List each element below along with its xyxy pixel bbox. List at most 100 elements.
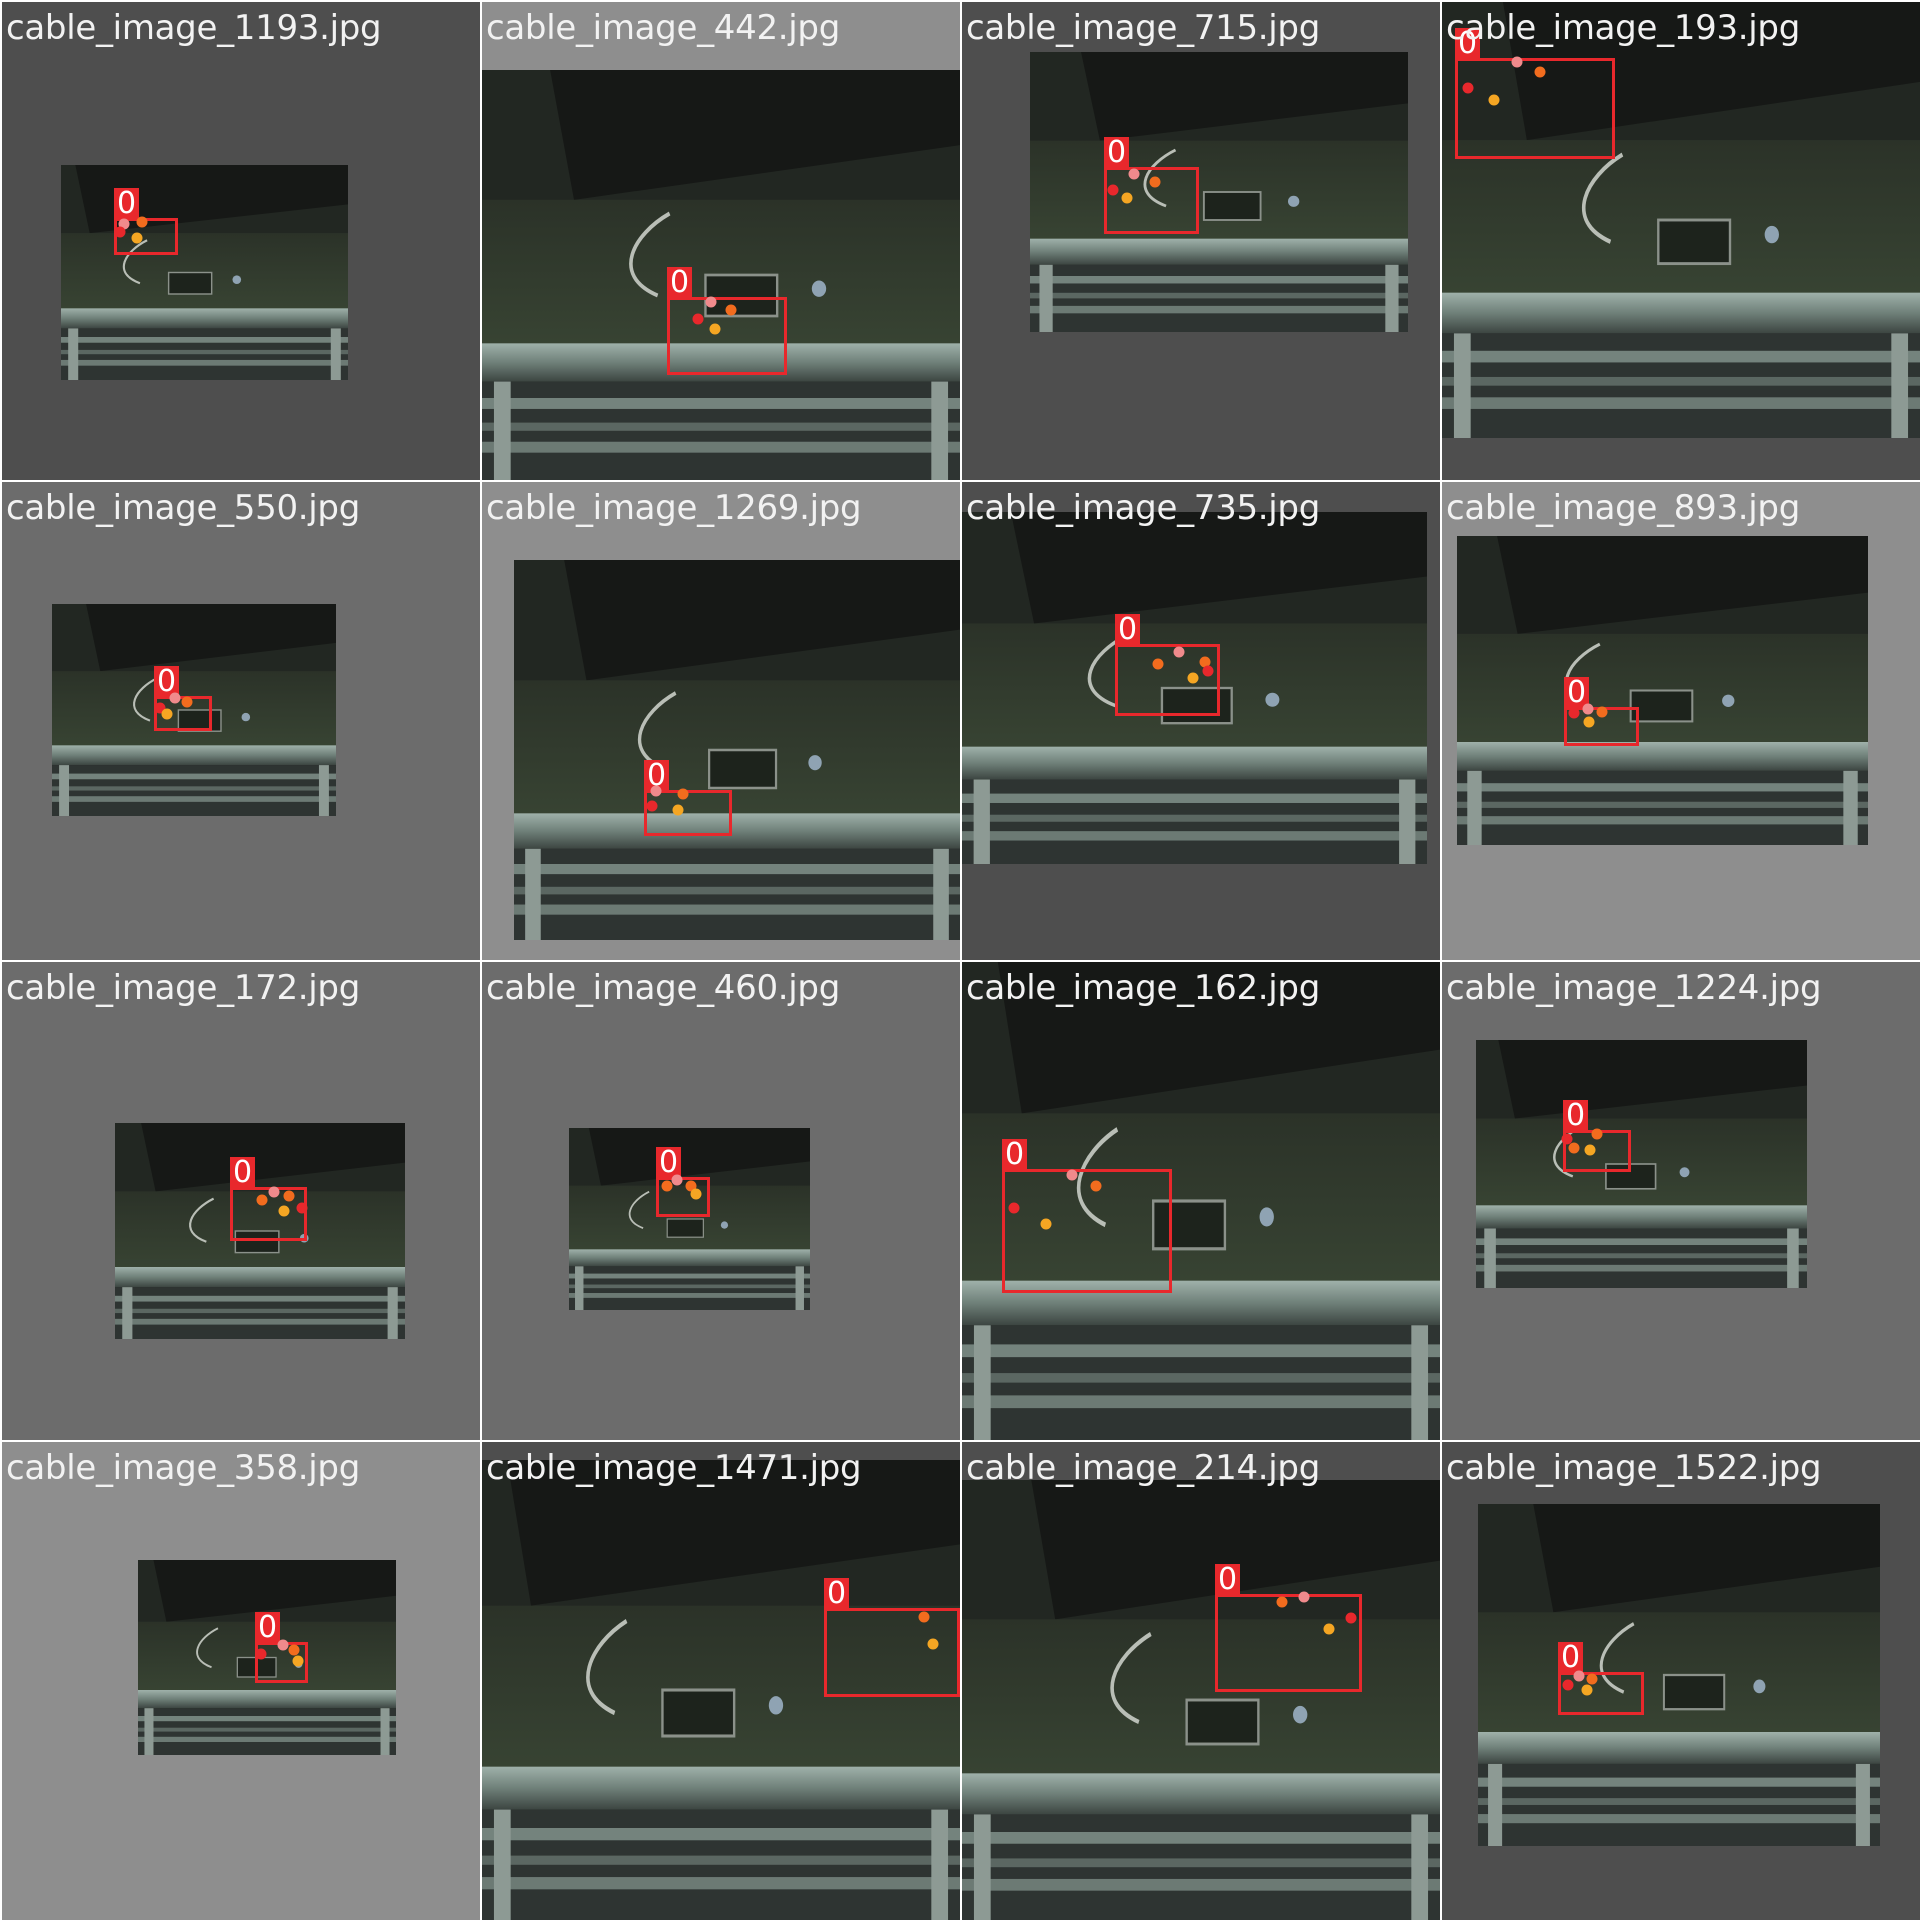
- keypoint-orange: [1152, 658, 1164, 670]
- detection-class-label: 0: [824, 1578, 850, 1610]
- keypoint-pink: [277, 1639, 289, 1651]
- tile-filename: cable_image_172.jpg: [6, 968, 360, 1008]
- keypoint-pink: [268, 1186, 280, 1198]
- keypoint-orange: [288, 1644, 300, 1656]
- keypoint-red: [1345, 1612, 1357, 1624]
- keypoint-red: [1008, 1202, 1020, 1214]
- detection-class-label: 0: [1215, 1564, 1241, 1596]
- tile-filename: cable_image_193.jpg: [1446, 8, 1800, 48]
- workstation-photo: [514, 560, 960, 940]
- keypoint-orange: [918, 1611, 930, 1623]
- keypoint-orange: [725, 304, 737, 316]
- keypoint-red: [1202, 665, 1214, 677]
- detection-box: 0: [656, 1147, 710, 1217]
- keypoint-orange: [661, 1180, 673, 1192]
- keypoint-yellow: [672, 804, 684, 816]
- keypoint-orange: [677, 788, 689, 800]
- keypoint-pink: [650, 785, 662, 797]
- tile-filename: cable_image_162.jpg: [966, 968, 1320, 1008]
- detection-class-label: 0: [230, 1157, 256, 1189]
- keypoint-pink: [1128, 168, 1140, 180]
- keypoint-orange: [283, 1190, 295, 1202]
- detection-class-label: 0: [1455, 28, 1481, 60]
- detection-box: 0: [1215, 1564, 1362, 1692]
- tile-filename: cable_image_893.jpg: [1446, 488, 1800, 528]
- detection-class-label: 0: [1563, 1100, 1589, 1132]
- keypoint-orange: [181, 696, 193, 708]
- image-tile: cable_image_735.jpg 0: [962, 482, 1440, 960]
- keypoint-pink: [1582, 703, 1594, 715]
- detection-box: 0: [1455, 28, 1615, 159]
- keypoint-red: [1568, 707, 1580, 719]
- keypoint-pink: [1298, 1591, 1310, 1603]
- detection-class-label: 0: [114, 188, 140, 220]
- keypoint-orange: [1149, 176, 1161, 188]
- keypoint-orange: [1199, 656, 1211, 668]
- keypoint-orange: [1586, 1673, 1598, 1685]
- workstation-photo: [1442, 2, 1920, 438]
- keypoint-orange: [256, 1194, 268, 1206]
- detection-class-label: 0: [1002, 1139, 1028, 1171]
- tile-filename: cable_image_735.jpg: [966, 488, 1320, 528]
- keypoint-yellow: [1187, 672, 1199, 684]
- detection-box: 0: [824, 1578, 960, 1697]
- workstation-photo: [61, 165, 348, 380]
- detection-class-label: 0: [1558, 1642, 1584, 1674]
- tile-filename: cable_image_1224.jpg: [1446, 968, 1822, 1008]
- workstation-photo: [962, 1480, 1440, 1920]
- workstation-photo: [52, 604, 336, 816]
- keypoint-yellow: [1583, 716, 1595, 728]
- detection-class-label: 0: [656, 1147, 682, 1179]
- tile-filename: cable_image_1193.jpg: [6, 8, 382, 48]
- keypoint-orange: [136, 216, 148, 228]
- workstation-photo: [1476, 1040, 1807, 1288]
- keypoint-red: [1107, 184, 1119, 196]
- keypoint-pink: [705, 296, 717, 308]
- keypoint-yellow: [1323, 1623, 1335, 1635]
- keypoint-orange: [1090, 1180, 1102, 1192]
- workstation-photo: [962, 512, 1427, 864]
- image-tile: cable_image_715.jpg 0: [962, 2, 1440, 480]
- keypoint-red: [646, 800, 658, 812]
- workstation-photo: [482, 1460, 960, 1920]
- keypoint-red: [255, 1648, 267, 1660]
- keypoint-yellow: [131, 232, 143, 244]
- detection-class-label: 0: [1104, 137, 1130, 169]
- detection-box: 0: [1115, 614, 1220, 716]
- tile-filename: cable_image_715.jpg: [966, 8, 1320, 48]
- workstation-photo: [482, 70, 960, 480]
- workstation-photo: [1030, 52, 1408, 332]
- keypoint-pink: [1511, 56, 1523, 68]
- detection-class-label: 0: [154, 666, 180, 698]
- keypoint-red: [296, 1202, 308, 1214]
- keypoint-yellow: [161, 708, 173, 720]
- keypoint-red: [1462, 82, 1474, 94]
- keypoint-pink: [118, 218, 130, 230]
- tile-filename: cable_image_460.jpg: [486, 968, 840, 1008]
- keypoint-pink: [1066, 1169, 1078, 1181]
- keypoint-red: [692, 313, 704, 325]
- keypoint-orange: [1596, 706, 1608, 718]
- keypoint-orange: [1568, 1142, 1580, 1154]
- detection-box: 0: [1104, 137, 1199, 234]
- keypoint-pink: [671, 1174, 683, 1186]
- image-tile: cable_image_172.jpg 0: [2, 962, 480, 1440]
- keypoint-yellow: [709, 323, 721, 335]
- keypoint-yellow: [292, 1655, 304, 1667]
- tile-filename: cable_image_550.jpg: [6, 488, 360, 528]
- tile-filename: cable_image_1269.jpg: [486, 488, 862, 528]
- image-tile: cable_image_460.jpg 0: [482, 962, 960, 1440]
- workstation-photo: [115, 1123, 405, 1339]
- image-tile: cable_image_550.jpg 0: [2, 482, 480, 960]
- keypoint-orange: [1534, 66, 1546, 78]
- detection-box: 0: [114, 188, 178, 255]
- keypoint-yellow: [1040, 1218, 1052, 1230]
- keypoint-red: [1561, 1133, 1573, 1145]
